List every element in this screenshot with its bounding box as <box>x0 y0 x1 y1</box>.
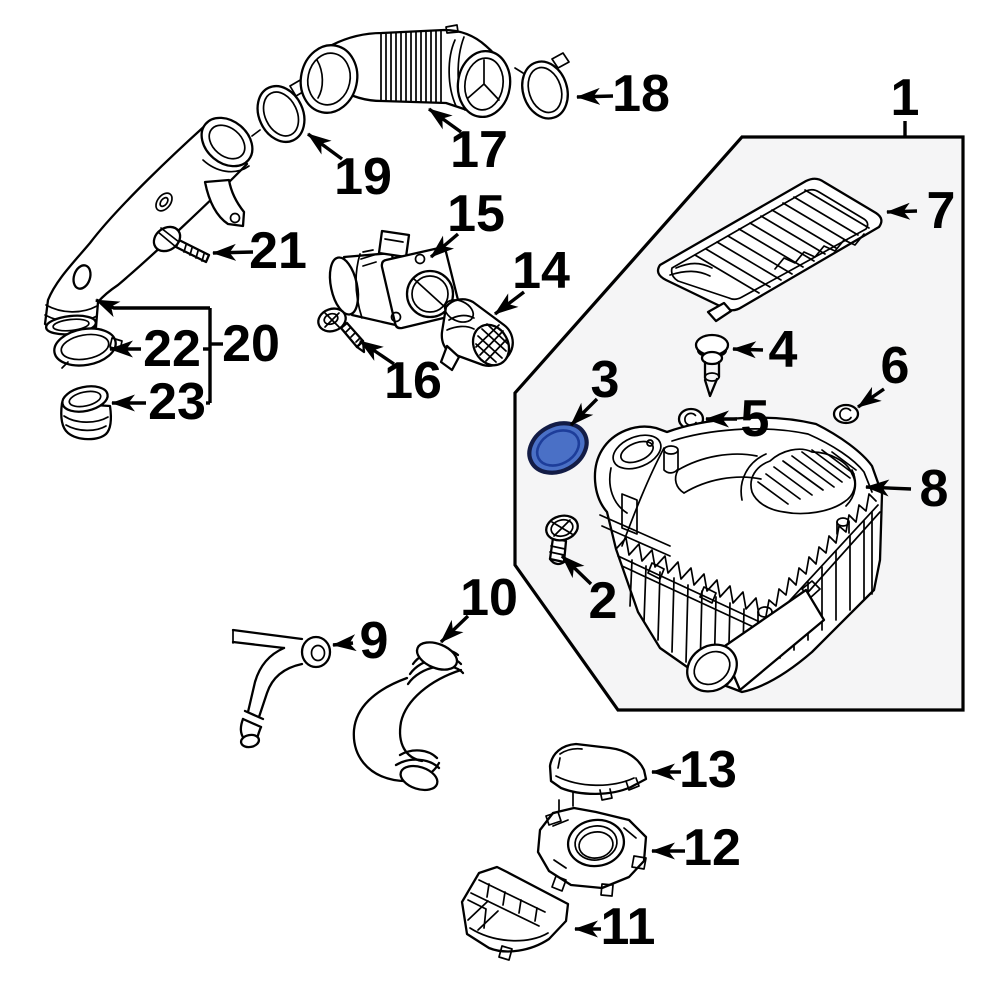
air-cleaner-housing-drawing <box>593 416 884 694</box>
part-label-14: 14 <box>512 242 570 300</box>
part-label-19: 19 <box>334 148 392 206</box>
intake-sleeve-14-drawing <box>439 298 514 372</box>
callout-arrows <box>95 87 918 938</box>
part-label-7: 7 <box>927 182 956 240</box>
hose-clamp-18-drawing <box>514 52 570 120</box>
part-label-21: 21 <box>249 222 307 280</box>
part-label-23: 23 <box>148 373 206 431</box>
part-label-15: 15 <box>447 185 505 243</box>
air-duct-13-drawing <box>548 742 648 817</box>
lower-housing-12-drawing <box>536 791 648 897</box>
mount-grommet-4-drawing <box>694 333 730 398</box>
part-label-6: 6 <box>881 337 910 395</box>
arrow-part-21 <box>212 243 254 261</box>
hose-connector-23-drawing <box>60 385 113 441</box>
air-filter-element-drawing <box>656 177 883 323</box>
part-label-3: 3 <box>591 351 620 409</box>
part-label-5: 5 <box>741 390 770 448</box>
part-label-2: 2 <box>589 572 618 630</box>
arrow-part-17 <box>428 107 462 134</box>
arrow-part-18 <box>576 87 614 105</box>
part-label-4: 4 <box>769 321 798 379</box>
corrugated-hose-17-drawing <box>299 24 512 119</box>
callout-labels: 1 2 3 4 5 6 7 8 9 10 11 12 13 14 15 16 1… <box>143 65 955 956</box>
part-label-20: 20 <box>222 315 280 373</box>
arrow-part-15 <box>429 232 460 259</box>
arrow-part-4 <box>732 341 764 359</box>
part-label-16: 16 <box>384 352 442 410</box>
arrow-group-20 <box>95 298 210 318</box>
part-label-13: 13 <box>679 741 737 799</box>
part-label-9: 9 <box>360 612 389 670</box>
maf-sensor-15-drawing <box>328 229 462 330</box>
arrow-part-10 <box>439 614 470 644</box>
arrow-part-3 <box>569 397 599 427</box>
seal-3-highlighted-drawing <box>527 421 589 475</box>
arrow-part-19 <box>306 132 344 161</box>
intake-pipe-drawing <box>43 116 254 336</box>
bolt-21-drawing <box>152 225 211 264</box>
arrow-part-2 <box>560 554 593 586</box>
part-label-17: 17 <box>450 121 508 179</box>
air-guide-11-drawing <box>460 865 570 961</box>
part-label-12: 12 <box>683 819 741 877</box>
part-label-8: 8 <box>920 460 949 518</box>
arrow-part-9 <box>332 634 357 652</box>
arrow-part-8 <box>865 479 912 497</box>
breather-hose-9-drawing <box>231 628 332 749</box>
part-label-22: 22 <box>143 320 201 378</box>
intake-hose-10-drawing <box>352 641 465 792</box>
arrow-part-14 <box>493 290 526 316</box>
part-label-1: 1 <box>891 69 920 127</box>
grommet-6-drawing <box>832 403 860 425</box>
part-label-10: 10 <box>460 569 518 627</box>
arrow-part-7 <box>886 202 918 220</box>
part-label-11: 11 <box>601 898 656 956</box>
arrow-part-16 <box>359 339 395 366</box>
part-label-18: 18 <box>612 65 670 123</box>
arrow-part-6 <box>857 386 885 409</box>
